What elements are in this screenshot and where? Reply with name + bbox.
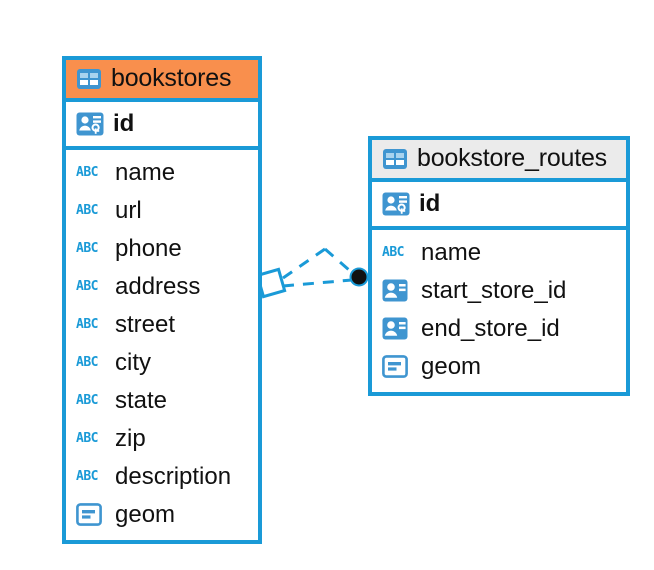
field-row-geom[interactable]: geom [372, 348, 626, 386]
geometry-icon [382, 355, 412, 378]
field-label-end-store-id: end_store_id [421, 314, 560, 342]
field-row-start-store-id[interactable]: start_store_id [372, 272, 626, 310]
entity-title-bookstore-routes: bookstore_routes [417, 144, 607, 172]
entity-title-bookstores: bookstores [111, 64, 232, 92]
primary-key-icon [382, 192, 410, 216]
field-label-description: description [115, 462, 232, 490]
abc-text-icon: ABC [76, 203, 98, 218]
field-row-zip[interactable]: ABC zip [66, 420, 258, 458]
relationship-line-lower [282, 278, 353, 288]
field-row-name[interactable]: ABC name [66, 154, 258, 192]
field-label-geom: geom [115, 500, 176, 528]
primary-key-section-bookstores: id [66, 98, 258, 150]
abc-text-icon: ABC [76, 241, 98, 256]
field-row-phone[interactable]: ABC phone [66, 230, 258, 268]
relationship-line-upper-right [324, 247, 358, 279]
abc-text-icon: ABC [76, 469, 98, 484]
field-label-id: id [419, 189, 441, 217]
relationship-target-dot [349, 267, 369, 287]
field-label-name: name [421, 238, 482, 266]
field-row-street[interactable]: ABC street [66, 306, 258, 344]
foreign-key-icon [382, 317, 412, 340]
field-row-id[interactable]: id [66, 102, 258, 146]
primary-key-icon [76, 112, 104, 136]
entity-header-bookstores[interactable]: bookstores [66, 60, 258, 98]
abc-text-icon: ABC [76, 317, 98, 332]
field-label-geom: geom [421, 352, 482, 380]
field-row-address[interactable]: ABC address [66, 268, 258, 306]
geometry-icon [76, 503, 106, 526]
field-label-zip: zip [115, 424, 146, 452]
field-label-url: url [115, 196, 142, 224]
field-row-state[interactable]: ABC state [66, 382, 258, 420]
abc-text-icon: ABC [76, 165, 98, 180]
table-icon [382, 148, 408, 170]
abc-text-icon: ABC [76, 355, 98, 370]
entity-table-bookstore-routes[interactable]: bookstore_routes id [368, 136, 630, 396]
primary-key-section-bookstore-routes: id [372, 178, 626, 230]
table-icon [76, 68, 102, 90]
field-row-geom[interactable]: geom [66, 496, 258, 534]
field-row-city[interactable]: ABC city [66, 344, 258, 382]
field-label-state: state [115, 386, 168, 414]
field-label-id: id [113, 109, 135, 137]
entity-table-bookstores[interactable]: bookstores id [62, 56, 262, 544]
relationship-line-upper-left [282, 247, 326, 280]
field-label-name: name [115, 158, 176, 186]
field-row-name[interactable]: ABC name [372, 234, 626, 272]
field-row-end-store-id[interactable]: end_store_id [372, 310, 626, 348]
abc-text-icon: ABC [76, 279, 98, 294]
abc-text-icon: ABC [76, 431, 98, 446]
abc-text-icon: ABC [76, 393, 98, 408]
field-row-description[interactable]: ABC description [66, 458, 258, 496]
abc-text-icon: ABC [382, 245, 404, 260]
field-label-start-store-id: start_store_id [421, 276, 567, 304]
field-label-phone: phone [115, 234, 182, 262]
field-row-url[interactable]: ABC url [66, 192, 258, 230]
field-section-bookstore-routes: ABC name start_store_id [372, 230, 626, 392]
field-row-id[interactable]: id [372, 182, 626, 226]
entity-header-bookstore-routes[interactable]: bookstore_routes [372, 140, 626, 178]
field-label-address: address [115, 272, 201, 300]
field-section-bookstores: ABC name ABC url ABC phone ABC address A… [66, 150, 258, 540]
field-label-street: street [115, 310, 176, 338]
foreign-key-icon [382, 279, 412, 302]
field-label-city: city [115, 348, 151, 376]
